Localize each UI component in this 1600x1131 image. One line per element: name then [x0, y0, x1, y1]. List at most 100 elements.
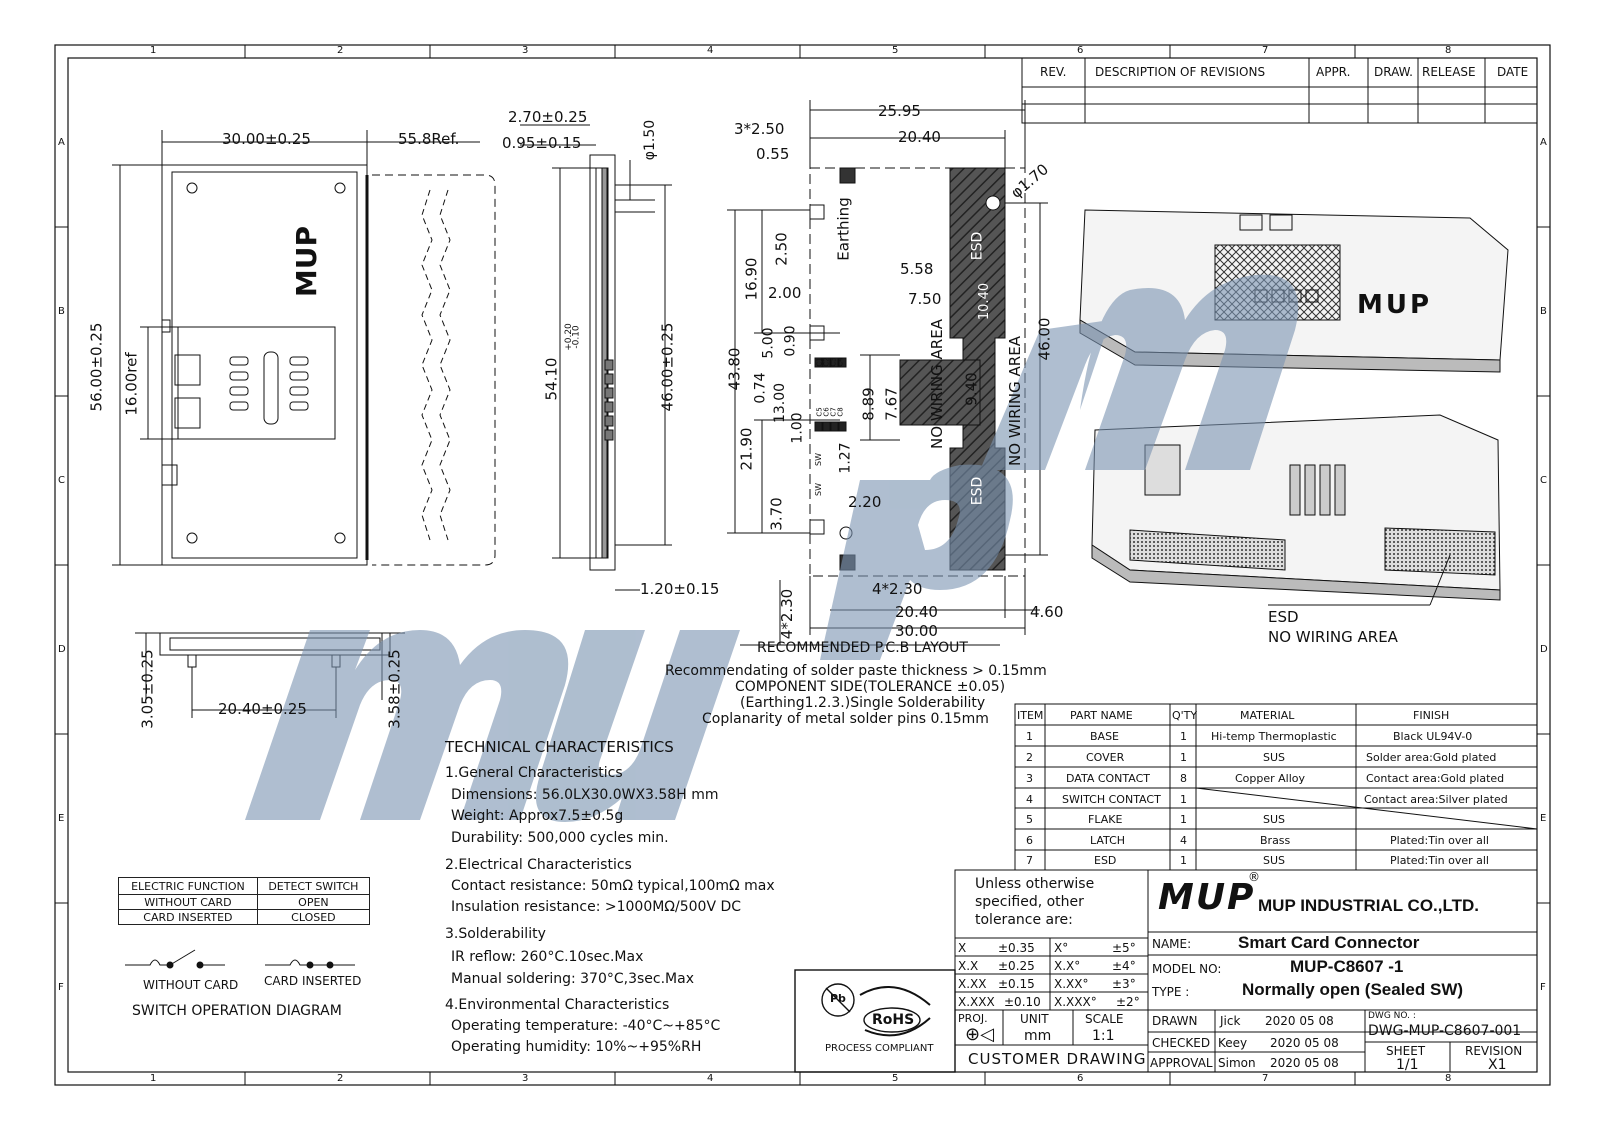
- dim-pcb-2040-bottom: 20.40: [895, 603, 938, 621]
- tech-line-4: Durability: 500,000 cycles min.: [451, 830, 669, 846]
- zone-col-6-bottom: 6: [1077, 1073, 1084, 1084]
- company-name: MUP INDUSTRIAL CO.,LTD.: [1258, 896, 1479, 915]
- dim-pcb-2040-top: 20.40: [898, 128, 941, 146]
- tol-cell: ±5°: [1112, 941, 1136, 955]
- tol-cell: ±0.15: [998, 977, 1035, 991]
- switch-table: ELECTRIC FUNCTION DETECT SWITCH WITHOUT …: [118, 877, 371, 925]
- dim-pcb-100: 1.00: [789, 412, 806, 444]
- zone-col-7-bottom: 7: [1262, 1073, 1269, 1084]
- dim-pcb-1690: 16.90: [742, 257, 761, 301]
- parts-cell: 1: [1180, 854, 1187, 867]
- zone-row-d-right: D: [1540, 644, 1548, 655]
- label-earthing: Earthing: [834, 197, 853, 261]
- dim-pcb-090: 0.90: [782, 325, 799, 357]
- dim-pcb-250: 2.50: [772, 232, 791, 266]
- parts-cell: Brass: [1260, 834, 1291, 847]
- parts-cell: 2: [1026, 751, 1033, 764]
- dim-side-a: 2.70±0.25: [508, 108, 588, 126]
- approval-by: Simon: [1218, 1056, 1256, 1070]
- tol-cell: X.XX°: [1054, 977, 1089, 991]
- watermark: [245, 274, 1299, 822]
- dim-pcb-1300: 13.00: [772, 382, 789, 424]
- table-row: ELECTRIC FUNCTION DETECT SWITCH: [118, 877, 371, 895]
- pcb-note-3: (Earthing1.2.3.)Single Solderability: [740, 695, 986, 711]
- tol-proj-label: PROJ.: [958, 1012, 988, 1025]
- parts-cell: Copper Alloy: [1235, 772, 1306, 785]
- parts-cell: 5: [1026, 813, 1033, 826]
- dim-front-inner: 16.00ref: [122, 352, 141, 416]
- dim-bottom-h2: 3.58±0.25: [385, 649, 404, 729]
- tol-cell: X: [958, 941, 967, 955]
- parts-cell: 1: [1180, 730, 1187, 743]
- dim-pcb-767: 7.67: [882, 387, 901, 421]
- tech-title: TECHNICAL CHARACTERISTICS: [445, 738, 674, 756]
- dim-pcb-460: 4.60: [1030, 603, 1064, 621]
- dim-pcb-4380: 43.80: [725, 347, 744, 391]
- tol-cell: X.XX: [958, 977, 987, 991]
- zone-row-b-left: B: [58, 306, 65, 317]
- pcb-note-1: Recommendating of solder paste thickness…: [665, 663, 1047, 679]
- revision-label: REVISION: [1465, 1044, 1523, 1058]
- tol-unit-label: UNIT: [1020, 1012, 1049, 1026]
- parts-cell: 4: [1180, 834, 1187, 847]
- parts-cell: COVER: [1086, 751, 1125, 764]
- tol-unit: mm: [1024, 1028, 1052, 1044]
- checked-by: Keey: [1218, 1036, 1248, 1050]
- rev-header-date: DATE: [1497, 65, 1529, 79]
- dim-pcb-1040: 10.40: [977, 282, 993, 321]
- dim-pcb-370: 3.70: [767, 497, 786, 531]
- zone-col-1-bottom: 1: [150, 1073, 157, 1084]
- drawn-date: 2020 05 08: [1265, 1014, 1334, 1028]
- parts-header-name: PART NAME: [1070, 709, 1133, 722]
- parts-cell: SUS: [1263, 854, 1286, 867]
- dim-side-tol-down: -0.10: [571, 325, 582, 349]
- table-row: CARD INSERTED CLOSED: [118, 909, 371, 925]
- zone-row-c-right: C: [1540, 475, 1547, 486]
- zone-row-e-right: E: [1540, 813, 1547, 824]
- rev-header-release: RELEASE: [1422, 65, 1476, 79]
- dim-pcb-220: 2.20: [848, 493, 882, 511]
- label-no-wiring-left: NO WIRING AREA: [927, 319, 946, 449]
- rev-header-draw: DRAW.: [1374, 65, 1413, 79]
- tol-cell: ±0.10: [1004, 995, 1041, 1009]
- parts-cell: 3: [1026, 772, 1033, 785]
- sheet-label: SHEET: [1386, 1044, 1426, 1058]
- parts-cell: Contact area:Gold plated: [1366, 772, 1505, 785]
- dim-pcb-4600: 46.00: [1035, 317, 1054, 361]
- tolerance-note-2: specified, other: [975, 894, 1084, 910]
- tech-line-2: Dimensions: 56.0LX30.0WX3.58H mm: [451, 787, 719, 803]
- zone-col-5-bottom: 5: [892, 1073, 899, 1084]
- parts-cell: Contact area:Silver plated: [1364, 793, 1508, 806]
- label-esd-top: ESD: [969, 231, 986, 261]
- parts-header-material: MATERIAL: [1240, 709, 1295, 722]
- parts-cell: Plated:Tin over all: [1390, 854, 1489, 867]
- product-name: Smart Card Connector: [1238, 933, 1420, 952]
- dwg-label: DWG NO. :: [1368, 1011, 1416, 1021]
- rev-header-appr: APPR.: [1316, 65, 1351, 79]
- dim-pcb-4x230-h: 4*2.30: [872, 580, 923, 598]
- zone-col-3-bottom: 3: [522, 1073, 529, 1084]
- switch-cell: OPEN: [256, 894, 371, 910]
- parts-cell: 1: [1026, 730, 1033, 743]
- parts-cell: 7: [1026, 854, 1033, 867]
- parts-header-qty: Q'TY: [1172, 709, 1198, 722]
- rohs-mark: RoHS: [872, 1012, 915, 1028]
- pcb-layout-title: RECOMMENDED P.C.B LAYOUT: [757, 640, 968, 656]
- parts-cell: 1: [1180, 751, 1187, 764]
- customer-drawing-label: CUSTOMER DRAWING: [968, 1050, 1147, 1068]
- dim-pcb-558: 5.58: [900, 260, 934, 278]
- tech-line-7: Insulation resistance: >1000MΩ/500V DC: [451, 899, 742, 915]
- switch-header-detect: DETECT SWITCH: [256, 877, 371, 895]
- parts-cell: SUS: [1263, 751, 1286, 764]
- zone-row-e-left: E: [58, 813, 65, 824]
- zone-col-6-top: 6: [1077, 45, 1084, 56]
- tol-cell: X.X: [958, 959, 979, 973]
- parts-cell: SUS: [1263, 813, 1286, 826]
- pin-label-sw2: SW: [814, 483, 823, 496]
- tol-scale: 1:1: [1092, 1028, 1115, 1044]
- revision-value: X1: [1488, 1057, 1507, 1073]
- switch-label-inserted: CARD INSERTED: [264, 974, 362, 988]
- parts-cell: SWITCH CONTACT: [1062, 793, 1161, 806]
- dim-pcb-750: 7.50: [908, 290, 942, 308]
- approval-label: APPROVAL: [1150, 1056, 1213, 1070]
